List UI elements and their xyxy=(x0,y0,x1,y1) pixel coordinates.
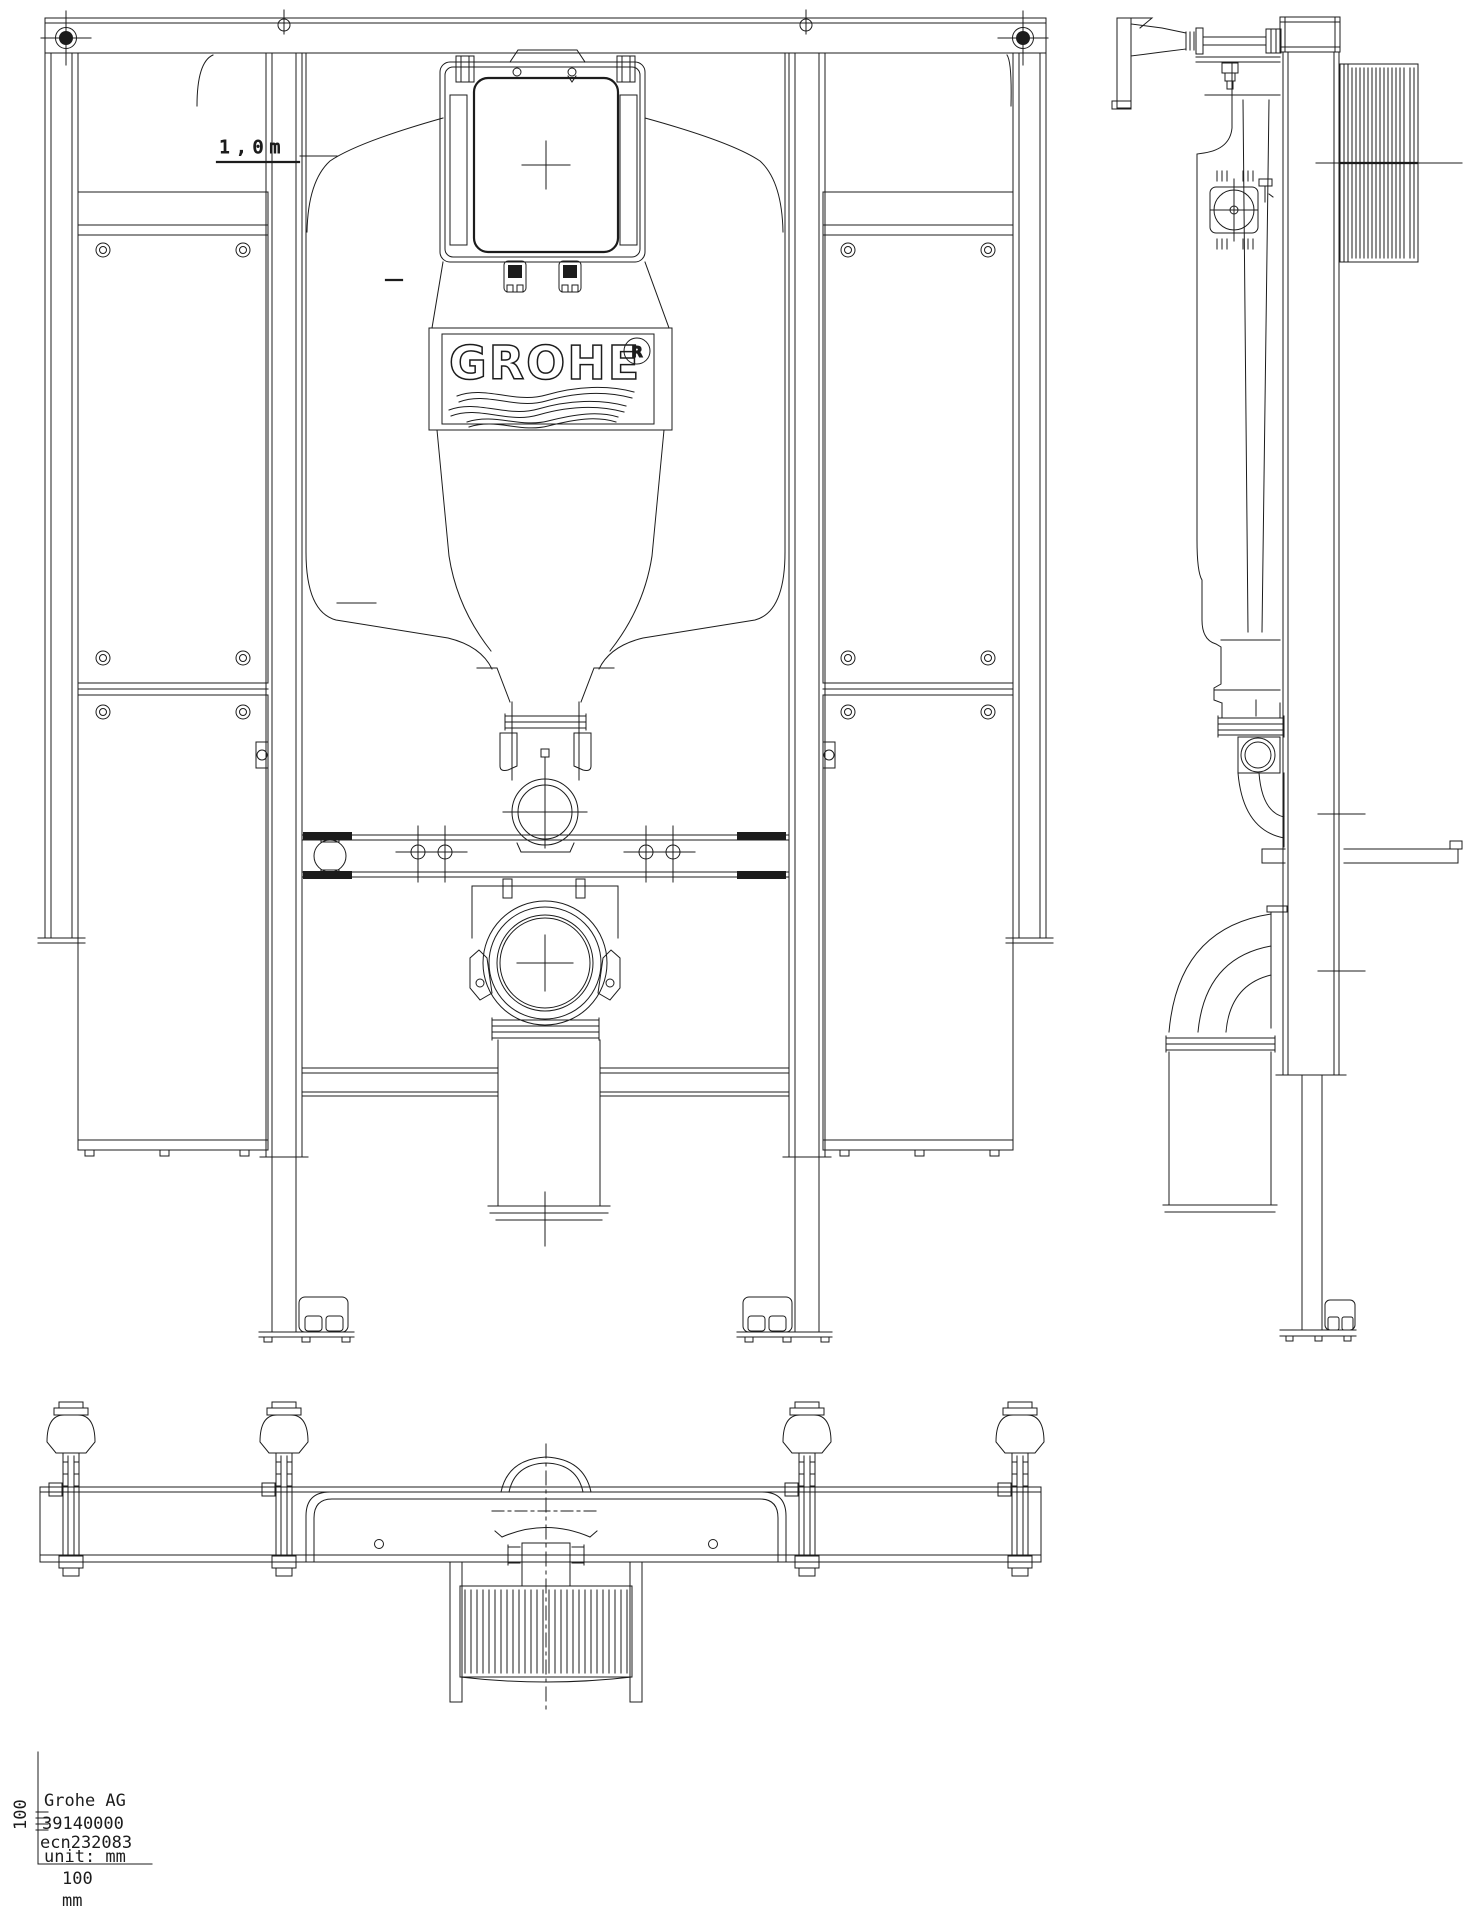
plan-frame-bar xyxy=(39,1486,1042,1563)
side-view xyxy=(1111,16,1463,1342)
panel-screw-icon xyxy=(980,704,996,720)
panel-screw-icon xyxy=(235,704,251,720)
top-rail xyxy=(40,9,1049,107)
wall-anchor xyxy=(1111,17,1282,110)
flush-elbow-side xyxy=(1217,702,1285,848)
title-company: Grohe AG xyxy=(44,1791,126,1811)
panel-screw-icon xyxy=(235,650,251,666)
flush-pipe-funnel xyxy=(476,667,615,853)
plan-flush-outlet xyxy=(449,1443,643,1713)
waste-outlet-circle xyxy=(482,900,608,1026)
adjustable-foot-icon xyxy=(259,1401,309,1577)
plan-view xyxy=(39,1401,1045,1713)
water-level-label: 1,0m xyxy=(219,137,286,158)
left-scale-label: 100 xyxy=(11,1799,31,1830)
panel-screw-icon xyxy=(980,650,996,666)
panel-screw-icon xyxy=(840,242,856,258)
scale-unit-label: mm xyxy=(62,1891,82,1911)
adjustable-foot-icon xyxy=(46,1401,96,1577)
front-feet xyxy=(258,1296,833,1343)
panel-screw-icon xyxy=(95,242,111,258)
bracket-bolts-icon xyxy=(395,825,696,883)
rail-pin-icon xyxy=(277,9,813,35)
pan-bracket-side xyxy=(1261,840,1463,864)
cistern-side xyxy=(1195,56,1281,717)
adjustable-foot-icon xyxy=(782,1401,832,1577)
mount-tab-icon xyxy=(455,55,636,83)
corrugated-connector xyxy=(1315,63,1463,263)
waste-elbow-side xyxy=(1162,905,1288,1213)
panel-screw-icon xyxy=(980,242,996,258)
frame-rails xyxy=(37,52,1054,1333)
title-change-number: ecn232083 xyxy=(40,1833,132,1853)
waste-outlet xyxy=(469,878,621,1247)
plan-feet xyxy=(46,1401,1045,1577)
title-unit-line: unit: mm xyxy=(44,1847,126,1867)
anchor-bolt-icon xyxy=(40,10,92,66)
panel-screw-icon xyxy=(235,242,251,258)
rail-column xyxy=(1279,16,1366,1076)
title-block: Grohe AG 39140000 ecn232083 unit: mm 100… xyxy=(11,1751,153,1911)
registered-mark-icon: R xyxy=(631,343,643,361)
scale-length-label: 100 xyxy=(62,1869,93,1889)
panel-screw-icon xyxy=(95,704,111,720)
grohe-logo-text: GROHE xyxy=(449,336,641,390)
title-article-number: 39140000 xyxy=(42,1814,124,1834)
cistern: 1,0m xyxy=(215,52,786,670)
grohe-logo: GROHE R xyxy=(428,327,673,431)
panel-screw-icon xyxy=(840,704,856,720)
panel-screw-icon xyxy=(840,650,856,666)
sound-insulation-panels xyxy=(77,191,1014,1157)
panel-screw-icon xyxy=(95,650,111,666)
frame-clip-icon xyxy=(503,260,527,293)
bottom-rail xyxy=(301,1067,790,1097)
flush-plate-frame xyxy=(439,61,646,293)
frame-clip-icon xyxy=(558,260,582,293)
side-foot xyxy=(1275,1074,1357,1342)
adjustable-foot-icon xyxy=(995,1401,1045,1577)
front-view: 1,0m GROHE R xyxy=(37,9,1054,1343)
support-bracket xyxy=(301,825,790,883)
